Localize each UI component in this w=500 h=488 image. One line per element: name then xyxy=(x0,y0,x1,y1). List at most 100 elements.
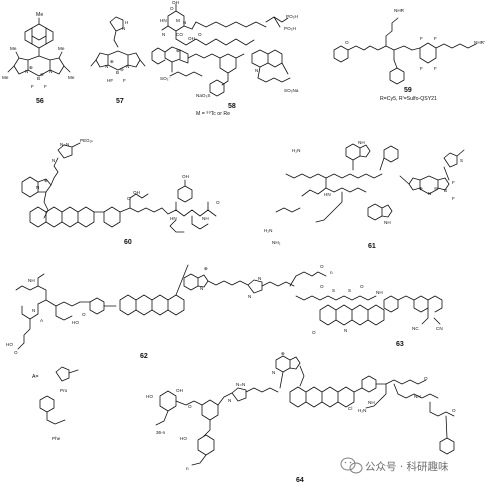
label: O xyxy=(127,196,131,201)
label: F xyxy=(31,84,34,89)
label: N xyxy=(255,68,258,73)
compound-60: PEG₂ₖ N N=N ⊕ OH OH O HN NH O N 60 xyxy=(21,138,220,246)
label: ⊕ xyxy=(281,351,285,356)
label: SO₃⁻ xyxy=(160,76,172,81)
label: Me xyxy=(2,75,9,80)
label: N xyxy=(162,32,165,37)
label: H₂N xyxy=(264,228,272,233)
label: H xyxy=(125,20,128,25)
label: NH xyxy=(368,400,375,405)
compound-64: HO OH HO O N N=N N ⊕ Cl H₂N NH NH O O 36… xyxy=(146,351,456,484)
label: O xyxy=(320,284,324,289)
label: N xyxy=(200,286,203,291)
label: O xyxy=(320,264,324,269)
label: HO xyxy=(180,436,187,441)
label: NHR' xyxy=(474,40,485,45)
label: ⊖ xyxy=(434,186,438,191)
compound-56: Me Me Me Me Me N N B F F ⊖ ⊕ 56 xyxy=(2,12,75,105)
label: HF xyxy=(107,78,113,83)
label: 36-n xyxy=(156,430,166,435)
label: F xyxy=(123,78,126,83)
label: N xyxy=(126,64,129,69)
label: HO xyxy=(72,320,79,325)
compound-number: 63 xyxy=(396,341,404,348)
label: N xyxy=(32,308,35,313)
label: N xyxy=(52,158,55,163)
label: Me xyxy=(36,12,43,18)
label: NH xyxy=(28,278,35,283)
label: NHR xyxy=(394,8,405,13)
label: O xyxy=(216,200,220,205)
compound-number: 61 xyxy=(368,243,376,250)
compound-note: M = ⁹⁹Tc or Re xyxy=(196,111,230,117)
label: F xyxy=(452,196,455,201)
label: ⊖ xyxy=(40,72,44,77)
label: PEG₂ₖ xyxy=(80,138,93,143)
label: ⊕ xyxy=(44,178,48,183)
label: N=N xyxy=(236,382,245,387)
label: n xyxy=(186,466,189,471)
compound-57: N H N N B HF F ⊖ ⊕ 57 xyxy=(90,16,146,105)
compound-number: 62 xyxy=(140,353,148,360)
label: N xyxy=(49,69,52,74)
compound-62: N ⊕ N N O n HO O HO O NH N A 62 xyxy=(6,264,333,360)
label: ⊖ xyxy=(120,67,124,72)
label: F xyxy=(420,66,423,71)
label: O xyxy=(452,408,456,413)
label: N xyxy=(228,398,231,403)
label: CO xyxy=(176,32,183,37)
label: F xyxy=(434,36,437,41)
label: B xyxy=(444,188,447,193)
label: N xyxy=(105,64,108,69)
label: S xyxy=(348,288,351,293)
compound-61: H₂N NH HN NH H₂N NH₂ N B F F S ⊖ ⊕ 61 xyxy=(264,140,465,250)
label: Me xyxy=(10,46,17,51)
label: N xyxy=(25,69,28,74)
label: F xyxy=(434,66,437,71)
compound-number: 56 xyxy=(36,98,44,105)
residue-legend: A= Pro Phe xyxy=(32,366,79,441)
label: ⊕ xyxy=(204,266,208,271)
label: H₂N xyxy=(358,408,366,413)
label: OH xyxy=(172,0,179,5)
label: O xyxy=(188,404,192,409)
label: PO₃H xyxy=(286,14,298,19)
label: OH xyxy=(182,174,189,179)
legend-prefix: A= xyxy=(32,374,39,380)
label: ⊕ xyxy=(176,48,180,53)
label: N xyxy=(344,328,347,333)
label: ⊕ xyxy=(419,186,423,191)
label: OH xyxy=(133,190,140,195)
label: N xyxy=(36,185,39,190)
compound-number: 57 xyxy=(116,98,124,105)
label: F xyxy=(452,180,455,185)
label: NH xyxy=(384,220,391,225)
label: S xyxy=(332,288,335,293)
label: Me xyxy=(68,75,75,80)
label: Cl xyxy=(348,406,352,411)
compound-number: 64 xyxy=(296,477,304,484)
label: PO₃H xyxy=(284,26,296,31)
watermark: 公众号 · 科研趣味 xyxy=(340,457,449,474)
compound-number: 59 xyxy=(404,87,412,94)
legend-item-phe: Phe xyxy=(52,436,61,441)
label: N xyxy=(272,370,275,375)
label: N xyxy=(122,26,125,31)
label: N xyxy=(183,20,186,25)
label: N=N xyxy=(60,142,69,147)
label: H₂N xyxy=(292,148,300,153)
label: O xyxy=(82,312,86,317)
compound-63: O S S O NH O N NC CN 63 xyxy=(295,284,443,348)
label: O xyxy=(170,6,174,11)
label: B xyxy=(37,76,40,81)
label: CN xyxy=(436,326,443,331)
compound-number: 58 xyxy=(228,103,236,110)
label: F xyxy=(44,84,47,89)
label: SO₃Na xyxy=(284,88,299,93)
label: O xyxy=(345,40,349,45)
label: S xyxy=(460,158,463,163)
label: NH₂ xyxy=(272,240,281,245)
label: HO xyxy=(6,342,13,347)
label: M xyxy=(176,18,180,23)
